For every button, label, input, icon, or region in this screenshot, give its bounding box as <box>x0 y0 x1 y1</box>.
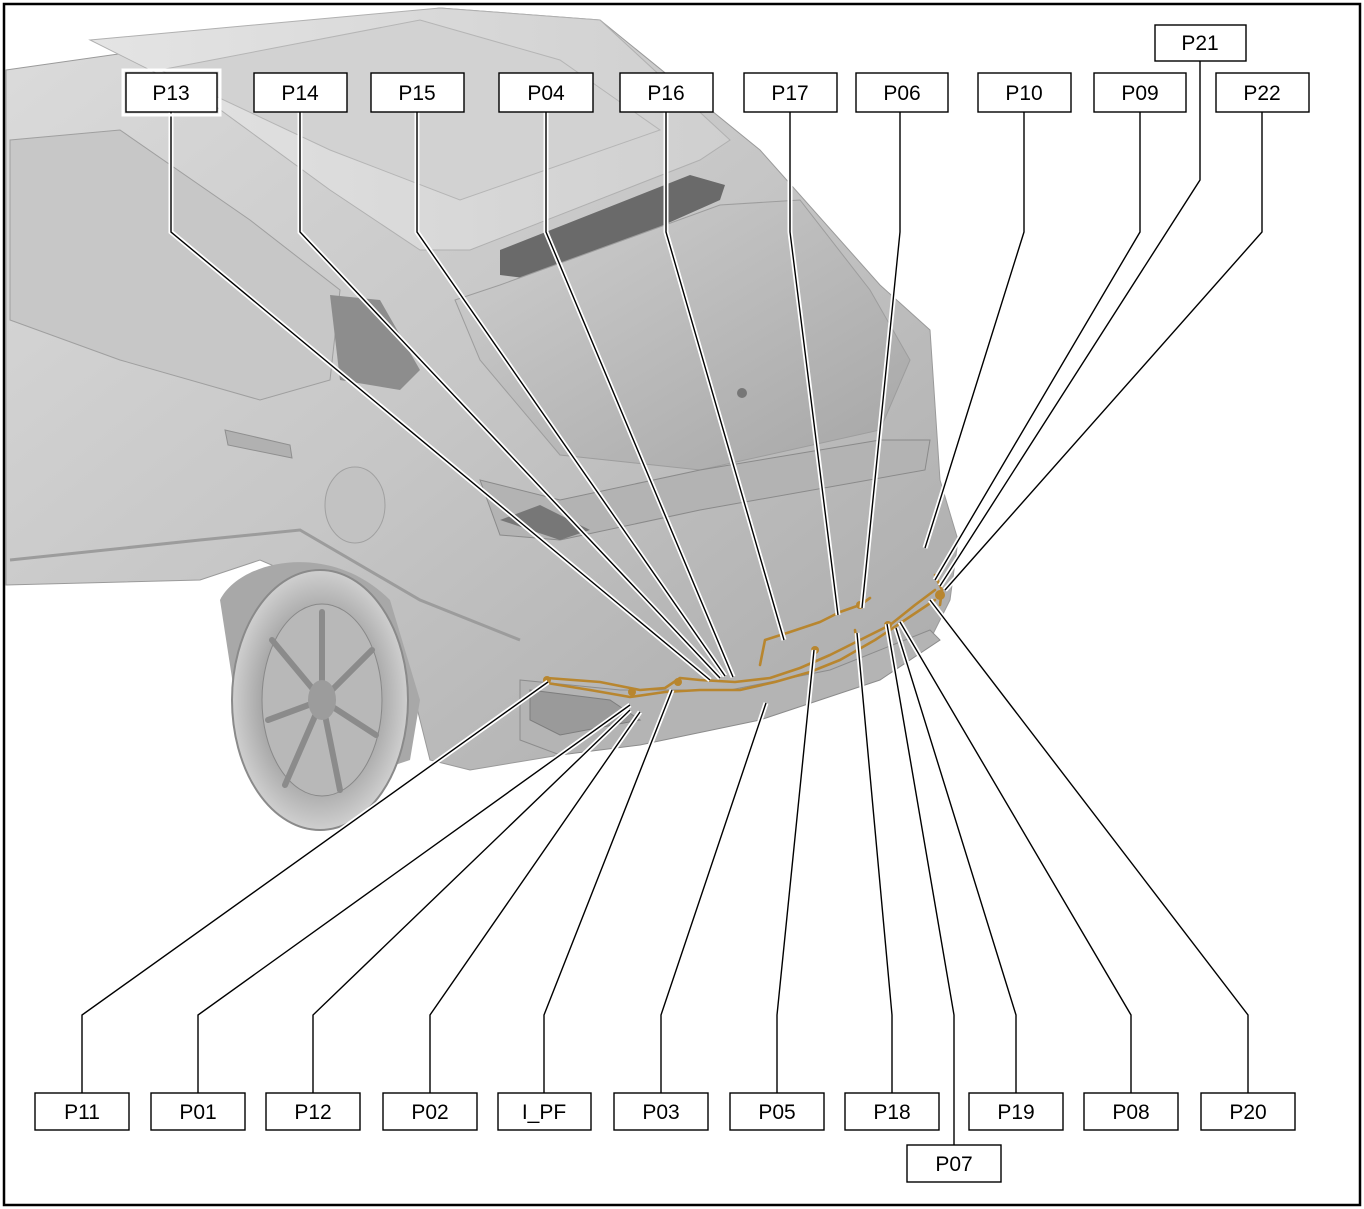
callout-p17: P17 <box>743 72 838 113</box>
callout-label: P22 <box>1243 82 1280 105</box>
callout-label: P14 <box>281 82 319 105</box>
callout-label: P20 <box>1229 1101 1266 1124</box>
callout-label: P08 <box>1112 1101 1149 1124</box>
rear-wheel <box>231 569 409 831</box>
callout-p04: P04 <box>498 72 594 113</box>
callout-p10: P10 <box>977 72 1072 113</box>
callout-label: P02 <box>411 1101 448 1124</box>
callout-label: P03 <box>642 1101 679 1124</box>
callout-label: P09 <box>1121 82 1158 105</box>
callout-p20: P20 <box>1200 1092 1296 1131</box>
callout-p21: P21 <box>1154 24 1247 62</box>
callout-p09: P09 <box>1093 72 1187 113</box>
callout-p03: P03 <box>613 1092 709 1131</box>
callout-p14: P14 <box>253 72 348 113</box>
callout-p16: P16 <box>619 72 714 113</box>
callout-p08: P08 <box>1083 1092 1179 1131</box>
callout-p01: P01 <box>150 1092 246 1131</box>
callout-label: P13 <box>152 82 189 105</box>
callout-label: P05 <box>758 1101 795 1124</box>
callout-p19: P19 <box>968 1092 1064 1131</box>
callout-p18: P18 <box>844 1092 940 1131</box>
leader-lines-top <box>168 61 1265 682</box>
callout-label: P06 <box>883 82 920 105</box>
top-callouts: P13 P14 P15 P04 P16 P17 P06 P10 <box>121 24 1310 117</box>
callout-label: P07 <box>935 1153 972 1176</box>
callout-p06: P06 <box>855 72 949 113</box>
leader-lines-bottom <box>79 598 1251 1145</box>
vehicle-illustration <box>5 7 959 831</box>
callout-label: I_PF <box>522 1101 566 1124</box>
quarter-window <box>330 295 420 390</box>
callout-i-pf: I_PF <box>497 1092 592 1131</box>
callout-p11: P11 <box>34 1092 130 1131</box>
callout-label: P21 <box>1181 32 1218 55</box>
callout-label: P12 <box>294 1101 331 1124</box>
callout-label: P15 <box>398 82 435 105</box>
callout-label: P04 <box>527 82 565 105</box>
callout-p13: P13 <box>121 68 222 117</box>
callout-label: P19 <box>997 1101 1034 1124</box>
callout-p02: P02 <box>382 1092 478 1131</box>
callout-label: P16 <box>647 82 684 105</box>
callout-label: P10 <box>1005 82 1042 105</box>
bottom-callouts: P11 P01 P12 P02 I_PF P03 P05 P18 <box>34 1092 1296 1183</box>
callout-p15: P15 <box>370 72 465 113</box>
callout-p07: P07 <box>906 1144 1002 1183</box>
callout-label: P01 <box>179 1101 216 1124</box>
callout-label: P18 <box>873 1101 910 1124</box>
callout-p05: P05 <box>729 1092 825 1131</box>
callout-label: P17 <box>771 82 808 105</box>
fuel-door <box>324 466 386 544</box>
callout-p22: P22 <box>1215 72 1310 113</box>
door-handle <box>224 429 293 459</box>
callout-label: P11 <box>64 1101 100 1124</box>
side-window <box>9 129 341 401</box>
callout-p12: P12 <box>265 1092 361 1131</box>
